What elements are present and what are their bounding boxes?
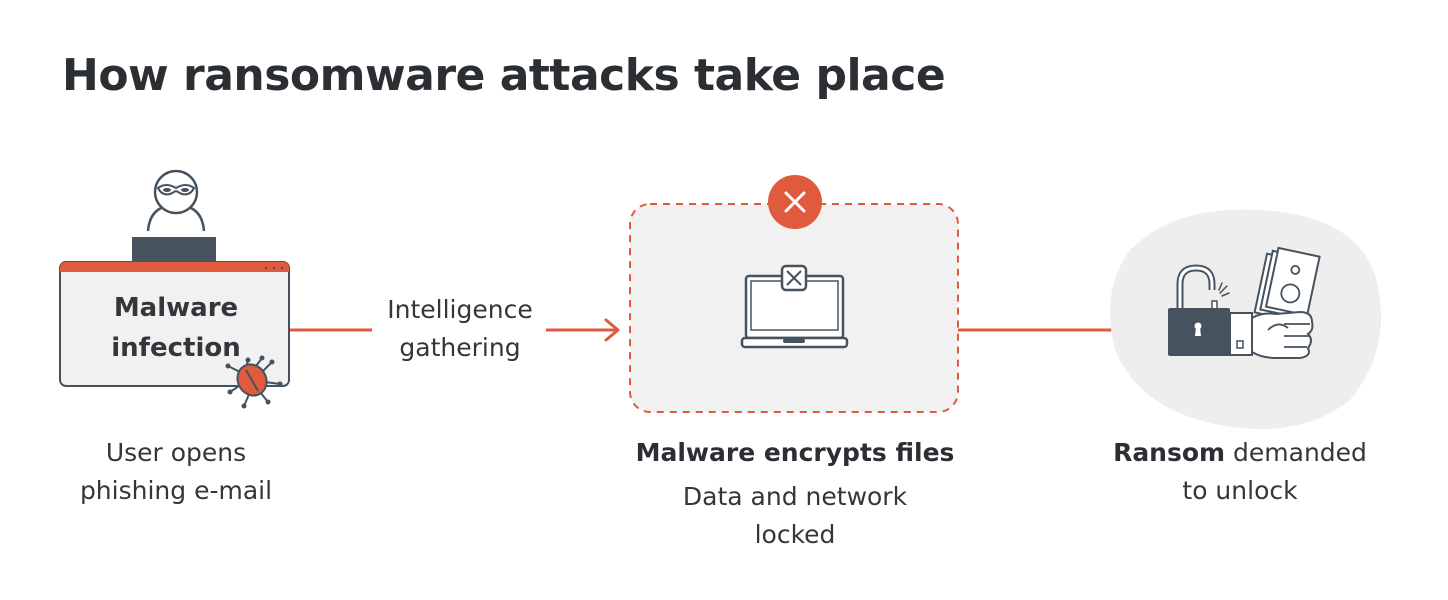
infection-caption-line2: phishing e-mail <box>79 476 273 505</box>
error-x-icon <box>768 175 822 229</box>
infection-caption: User opens phishing e-mail <box>62 434 290 510</box>
laptop-locked-icon <box>740 264 849 349</box>
encryption-caption-title: Malware encrypts files <box>635 438 955 467</box>
arrow-intel-to-encryption <box>546 318 620 342</box>
page-title: How ransomware attacks take place <box>62 50 946 101</box>
infection-box-label: Malware infection <box>62 288 290 368</box>
intelligence-label-line1: Intelligence <box>387 295 533 324</box>
infection-caption-line1: User opens <box>105 438 247 467</box>
ransom-caption-bold: Ransom <box>1113 438 1226 467</box>
browser-window-icon <box>59 261 290 387</box>
broken-padlock-icon <box>1168 264 1230 356</box>
encryption-caption-line2: locked <box>754 520 836 549</box>
ransom-caption-line2: to unlock <box>1182 476 1298 505</box>
hand-with-money-icon <box>1229 246 1321 359</box>
hacker-icon <box>132 169 216 263</box>
encryption-caption: Malware encrypts files Data and network … <box>600 434 990 554</box>
encryption-caption-line1: Data and network <box>682 482 908 511</box>
infection-label-line2: infection <box>111 333 241 363</box>
ransom-caption: Ransom demanded to unlock <box>1090 434 1390 510</box>
intelligence-gathering-label: Intelligence gathering <box>375 291 545 367</box>
infection-label-line1: Malware <box>113 293 239 323</box>
ransom-caption-rest: demanded <box>1225 438 1367 467</box>
intelligence-label-line2: gathering <box>399 333 521 362</box>
bug-icon <box>225 355 283 409</box>
